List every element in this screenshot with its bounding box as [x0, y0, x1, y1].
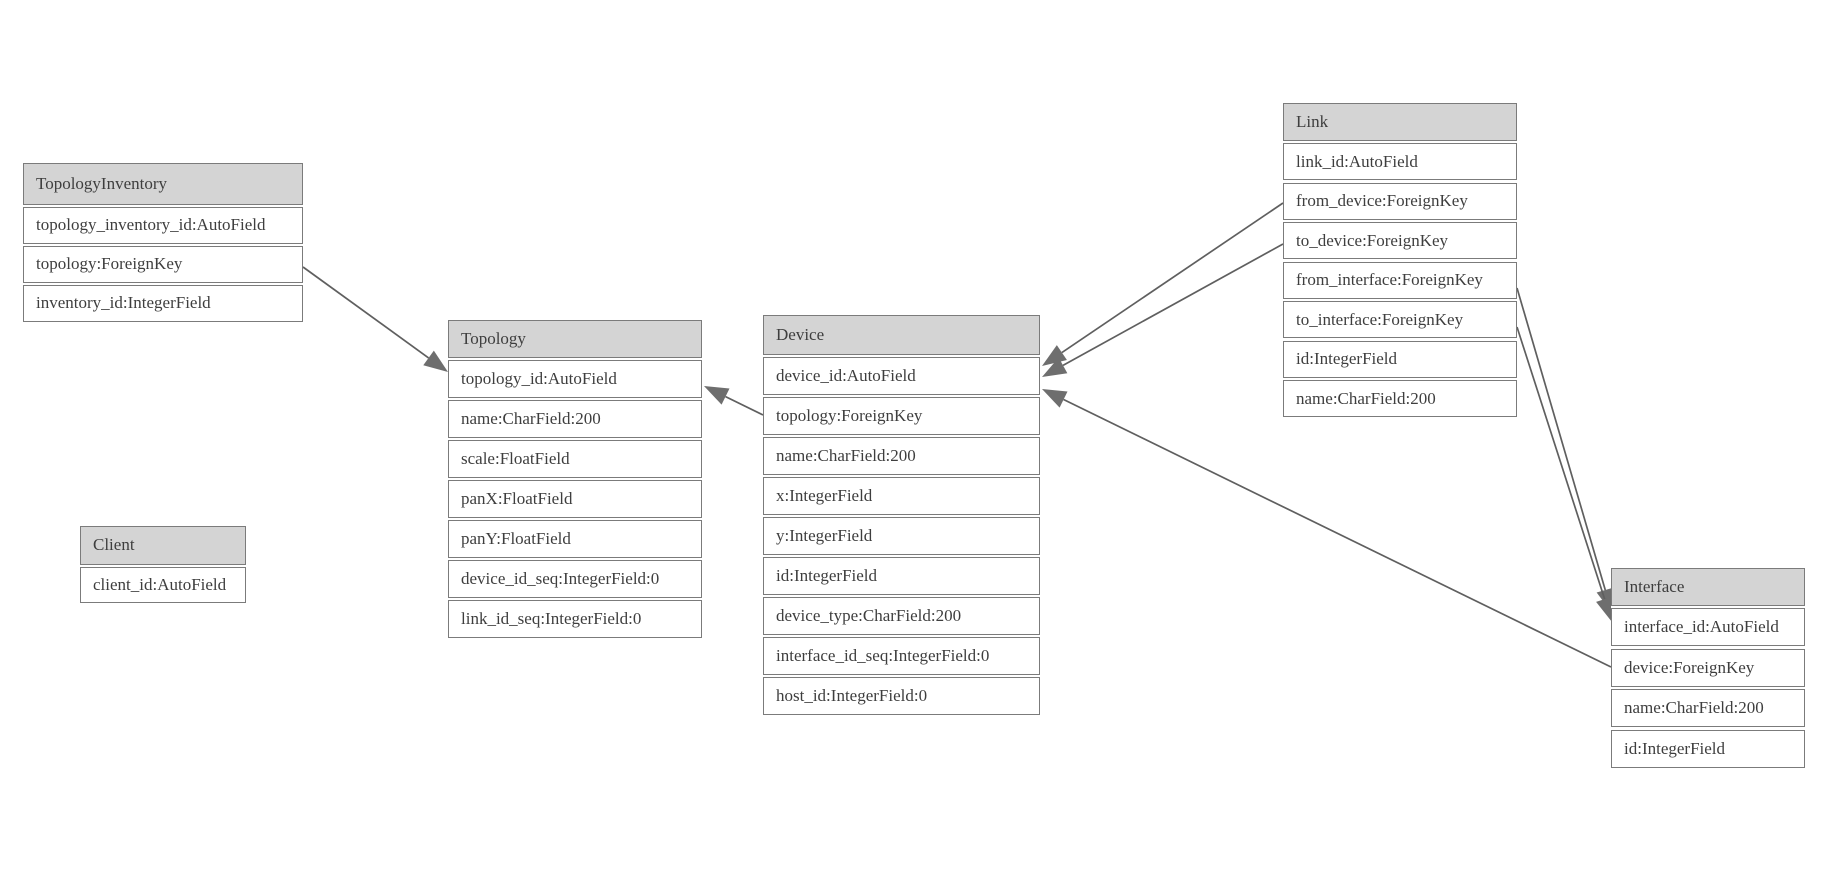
table-header: Interface: [1611, 568, 1805, 606]
field-row: link_id_seq:IntegerField:0: [448, 600, 702, 638]
field-row: interface_id:AutoField: [1611, 608, 1805, 646]
field-row: id:IntegerField: [1283, 340, 1517, 378]
field-row: host_id:IntegerField:0: [763, 677, 1040, 715]
field-row: topology_id:AutoField: [448, 360, 702, 398]
field-row: x:IntegerField: [763, 477, 1040, 515]
table-header: Device: [763, 315, 1040, 355]
table-header: TopologyInventory: [23, 163, 303, 205]
edge-device-topology: [725, 395, 764, 416]
edge-interface-device: [1063, 398, 1612, 668]
field-row: device_id_seq:IntegerField:0: [448, 560, 702, 598]
field-row: id:IntegerField: [763, 557, 1040, 595]
field-row: name:CharField:200: [1283, 380, 1517, 417]
field-row: id:IntegerField: [1611, 729, 1805, 768]
table-header: Client: [80, 526, 246, 565]
edge-link-from-interface: [1516, 287, 1607, 591]
arrowhead-icon: [1042, 389, 1068, 408]
field-row: device:ForeignKey: [1611, 648, 1805, 687]
field-row: device_type:CharField:200: [763, 597, 1040, 635]
arrowhead-icon: [1042, 345, 1067, 366]
table-header: Link: [1283, 103, 1517, 141]
field-row: device_id:AutoField: [763, 357, 1040, 395]
field-row: y:IntegerField: [763, 517, 1040, 555]
edge-topologyinventory-topology: [302, 266, 430, 359]
field-row: scale:FloatField: [448, 440, 702, 478]
field-row: link_id:AutoField: [1283, 143, 1517, 180]
field-row: client_id:AutoField: [80, 567, 246, 603]
field-row: panX:FloatField: [448, 480, 702, 518]
arrowhead-icon: [1042, 357, 1068, 377]
edge-link-to-interface: [1516, 326, 1606, 600]
field-row: from_device:ForeignKey: [1283, 182, 1517, 220]
edge-link-to-device: [1062, 243, 1284, 367]
edge-link-from-device: [1061, 202, 1284, 354]
field-row: interface_id_seq:IntegerField:0: [763, 637, 1040, 675]
field-row: name:CharField:200: [448, 400, 702, 438]
field-row: topology:ForeignKey: [23, 246, 303, 283]
field-row: name:CharField:200: [763, 437, 1040, 475]
table-header: Topology: [448, 320, 702, 358]
field-row: name:CharField:200: [1611, 689, 1805, 727]
field-row: to_device:ForeignKey: [1283, 222, 1517, 259]
field-row: topology:ForeignKey: [763, 397, 1040, 435]
arrowhead-icon: [423, 350, 448, 372]
field-row: to_interface:ForeignKey: [1283, 301, 1517, 338]
arrowhead-icon: [704, 386, 730, 405]
field-row: inventory_id:IntegerField: [23, 285, 303, 322]
field-row: from_interface:ForeignKey: [1283, 261, 1517, 299]
field-row: topology_inventory_id:AutoField: [23, 207, 303, 244]
field-row: panY:FloatField: [448, 520, 702, 558]
